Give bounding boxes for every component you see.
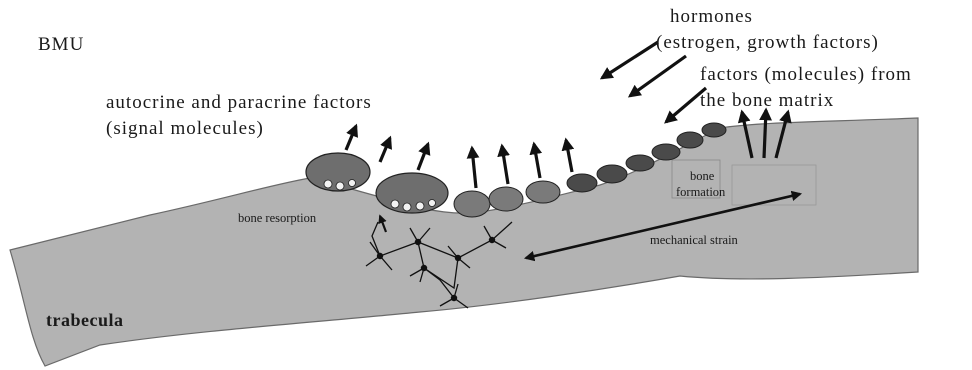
osteoblast: [626, 155, 654, 171]
autocrine-sublabel: (signal molecules): [106, 118, 264, 139]
osteoclast: [376, 173, 448, 213]
osteocyte: [377, 253, 383, 259]
signal-arrow: [380, 138, 390, 162]
bone-formation-sublabel: formation: [676, 185, 726, 199]
trabecula-label: trabecula: [46, 310, 123, 330]
bmu-label: BMU: [38, 34, 84, 55]
matrix-factors-label: factors (molecules) from: [700, 64, 912, 85]
trabecula-bone: [10, 118, 918, 366]
signal-arrow: [346, 126, 356, 150]
osteocyte: [455, 255, 461, 261]
signal-arrow: [418, 144, 428, 170]
hormone-arrows: [602, 42, 706, 122]
osteocyte: [421, 265, 427, 271]
signal-arrow: [534, 144, 540, 178]
matrix-arrow: [764, 110, 766, 158]
osteocyte: [451, 295, 457, 301]
osteoblast: [702, 123, 726, 137]
autocrine-label: autocrine and paracrine factors: [106, 92, 372, 113]
hormone-arrow: [602, 42, 658, 78]
osteoblast: [652, 144, 680, 160]
signal-arrow: [472, 148, 476, 188]
osteoblast: [677, 132, 703, 148]
osteocyte: [415, 239, 421, 245]
signal-arrow: [566, 140, 572, 172]
lining-cell: [526, 181, 560, 203]
lining-cell: [454, 191, 490, 217]
lining-cell: [489, 187, 523, 211]
osteoblast: [597, 165, 627, 183]
bone-formation-label: bone: [690, 169, 715, 183]
hormones-label: hormones: [670, 6, 753, 27]
mechanical-strain-label: mechanical strain: [650, 233, 739, 247]
signal-arrows: [346, 126, 572, 188]
matrix-factors-sublabel: the bone matrix: [700, 90, 834, 111]
bone-resorption-label: bone resorption: [238, 211, 317, 225]
hormone-arrow: [630, 56, 686, 96]
hormones-sublabel: (estrogen, growth factors): [656, 32, 879, 53]
osteocyte: [489, 237, 495, 243]
signal-arrow: [502, 146, 508, 184]
osteoblast: [567, 174, 597, 192]
